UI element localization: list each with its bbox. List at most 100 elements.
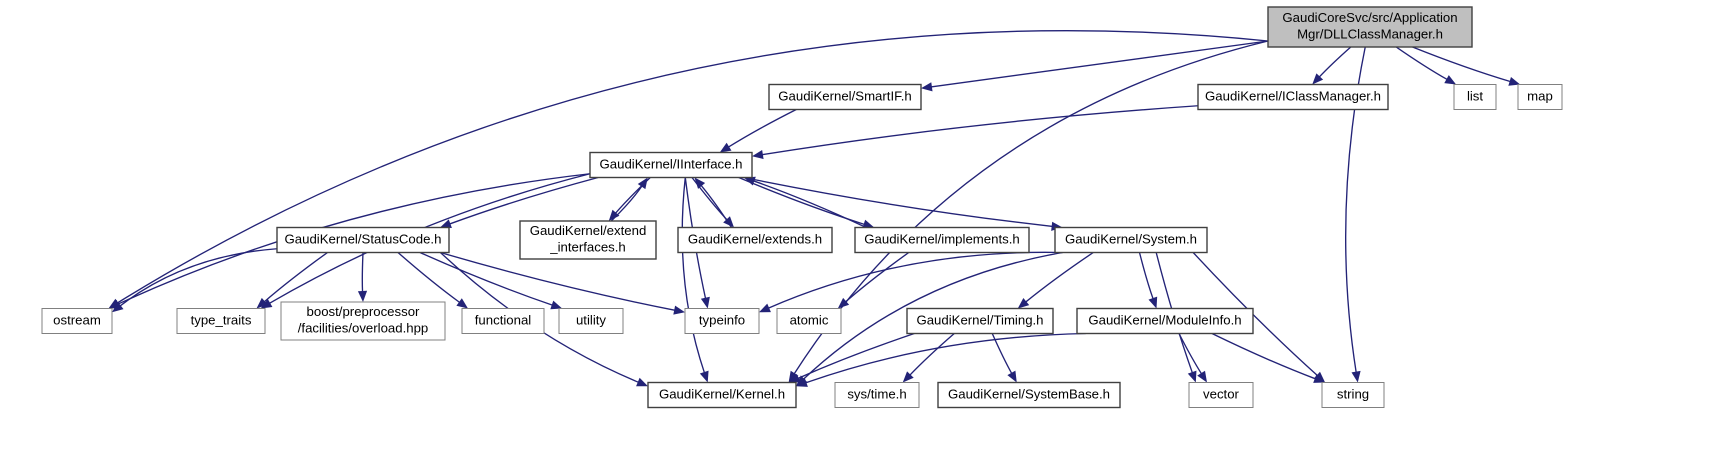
node-systime[interactable]: sys/time.h (834, 382, 920, 408)
arrowhead-moduleinfo-to-string (1313, 374, 1326, 383)
node-label-moduleinfo: GaudiKernel/ModuleInfo.h (1088, 312, 1241, 327)
node-functional[interactable]: functional (461, 308, 545, 334)
edge-iinterface-to-implements (738, 176, 865, 226)
edge-timing-to-systembase (991, 333, 1013, 375)
edge-smartif-to-iinterface (727, 108, 797, 148)
node-statuscode[interactable]: GaudiKernel/StatusCode.h (276, 226, 450, 254)
arrowhead-timing-to-systembase (1007, 370, 1017, 383)
node-label-utility: utility (576, 312, 606, 327)
arrowhead-timing-to-systime (902, 371, 914, 383)
arrowhead-extendif-to-iinterface (637, 177, 648, 190)
edge-system-to-moduleinfo (1138, 252, 1154, 300)
arrowhead-iinterface-to-typeinfo (700, 296, 710, 309)
node-boostpp[interactable]: boost/preprocessor/facilities/overload.h… (280, 301, 446, 341)
arrowhead-iinterface-to-extendif (608, 209, 620, 221)
node-kernel[interactable]: GaudiKernel/Kernel.h (647, 381, 797, 409)
arrowhead-system-to-string (1313, 371, 1326, 383)
arrowhead-root-to-map (1508, 76, 1521, 86)
node-box-iclassmgr[interactable] (1197, 83, 1389, 111)
arrowhead-statuscode-to-functional (456, 298, 468, 309)
node-atomic[interactable]: atomic (776, 308, 842, 334)
node-map[interactable]: map (1517, 84, 1563, 110)
edge-iinterface-to-system (743, 176, 1053, 228)
edge-system-to-timing (1025, 251, 1094, 303)
edge-root-to-iclassmgr (1318, 46, 1352, 78)
node-box-list[interactable] (1453, 84, 1497, 110)
node-box-statuscode[interactable] (276, 226, 450, 254)
node-box-systime[interactable] (834, 382, 920, 408)
arrowhead-system-to-kernel (796, 375, 808, 387)
node-label-string: string (1337, 386, 1369, 401)
node-ostream[interactable]: ostream (41, 308, 113, 334)
arrowhead-implements-to-iinterface (743, 176, 756, 186)
arrowhead-statuscode-to-boostpp (357, 290, 368, 302)
arrowhead-statuscode-to-typetraits (256, 297, 268, 309)
node-box-moduleinfo[interactable] (1076, 307, 1254, 335)
node-label-smartif: GaudiKernel/SmartIF.h (778, 88, 911, 103)
node-typetraits[interactable]: type_traits (176, 308, 266, 334)
node-box-extendif[interactable] (519, 220, 657, 260)
node-label-typeinfo: typeinfo (699, 312, 745, 327)
node-box-vector[interactable] (1188, 382, 1254, 408)
node-label-timing: GaudiKernel/Timing.h (916, 312, 1043, 327)
node-box-kernel[interactable] (647, 381, 797, 409)
node-box-extends[interactable] (677, 226, 833, 254)
node-label-extends: GaudiKernel/extends.h (688, 231, 822, 246)
node-box-timing[interactable] (906, 307, 1054, 335)
node-list[interactable]: list (1453, 84, 1497, 110)
node-extends[interactable]: GaudiKernel/extends.h (677, 226, 833, 254)
arrowhead-iinterface-to-kernel (699, 370, 709, 383)
node-utility[interactable]: utility (558, 308, 624, 334)
edge-extends-to-iinterface (700, 184, 733, 228)
node-label-vector: vector (1203, 386, 1240, 401)
node-box-functional[interactable] (461, 308, 545, 334)
node-vector[interactable]: vector (1188, 382, 1254, 408)
arrowhead-root-to-string (1351, 370, 1361, 383)
node-extendif[interactable]: GaudiKernel/extend_interfaces.h (519, 220, 657, 260)
node-label-root: Mgr/DLLClassManager.h (1297, 27, 1443, 42)
arrowhead-statuscode-to-kernel (636, 377, 648, 387)
node-iclassmgr[interactable]: GaudiKernel/IClassManager.h (1197, 83, 1389, 111)
node-moduleinfo[interactable]: GaudiKernel/ModuleInfo.h (1076, 307, 1254, 335)
node-iinterface[interactable]: GaudiKernel/IInterface.h (589, 151, 753, 179)
arrowhead-root-to-smartif (921, 82, 933, 92)
node-box-boostpp[interactable] (280, 301, 446, 341)
node-box-typetraits[interactable] (176, 308, 266, 334)
arrowhead-system-to-moduleinfo (1148, 296, 1158, 309)
node-label-iinterface: GaudiKernel/IInterface.h (600, 156, 743, 171)
node-label-system: GaudiKernel/System.h (1065, 231, 1197, 246)
node-box-ostream[interactable] (41, 308, 113, 334)
node-box-smartif[interactable] (768, 83, 922, 111)
arrowhead-timing-to-kernel (788, 373, 801, 383)
edge-statuscode-to-typeinfo (440, 251, 676, 311)
node-box-iinterface[interactable] (589, 151, 753, 179)
node-label-ostream: ostream (53, 312, 101, 327)
node-systembase[interactable]: GaudiKernel/SystemBase.h (937, 381, 1121, 409)
node-box-atomic[interactable] (776, 308, 842, 334)
node-box-map[interactable] (1517, 84, 1563, 110)
node-box-system[interactable] (1054, 226, 1208, 254)
node-box-root[interactable] (1267, 6, 1473, 48)
node-box-typeinfo[interactable] (684, 308, 760, 334)
node-box-implements[interactable] (854, 226, 1030, 254)
arrowhead-smartif-to-iinterface (719, 142, 732, 153)
node-timing[interactable]: GaudiKernel/Timing.h (906, 307, 1054, 335)
arrowhead-iinterface-to-statuscode (440, 219, 452, 229)
node-label-systembase: GaudiKernel/SystemBase.h (948, 386, 1110, 401)
node-root[interactable]: GaudiCoreSvc/src/ApplicationMgr/DLLClass… (1267, 6, 1473, 48)
arrowhead-iclassmgr-to-iinterface (752, 149, 764, 160)
node-box-utility[interactable] (558, 308, 624, 334)
edge-moduleinfo-to-string (1211, 332, 1316, 380)
node-system[interactable]: GaudiKernel/System.h (1054, 226, 1208, 254)
node-box-systembase[interactable] (937, 381, 1121, 409)
edge-system-to-string (1192, 252, 1319, 377)
node-string[interactable]: string (1321, 382, 1385, 408)
arrowhead-root-to-kernel (788, 370, 799, 383)
arrowhead-statuscode-to-utility (550, 300, 563, 310)
node-implements[interactable]: GaudiKernel/implements.h (854, 226, 1030, 254)
node-typeinfo[interactable]: typeinfo (684, 308, 760, 334)
node-smartif[interactable]: GaudiKernel/SmartIF.h (768, 83, 922, 111)
node-box-string[interactable] (1321, 382, 1385, 408)
node-label-map: map (1527, 88, 1553, 103)
